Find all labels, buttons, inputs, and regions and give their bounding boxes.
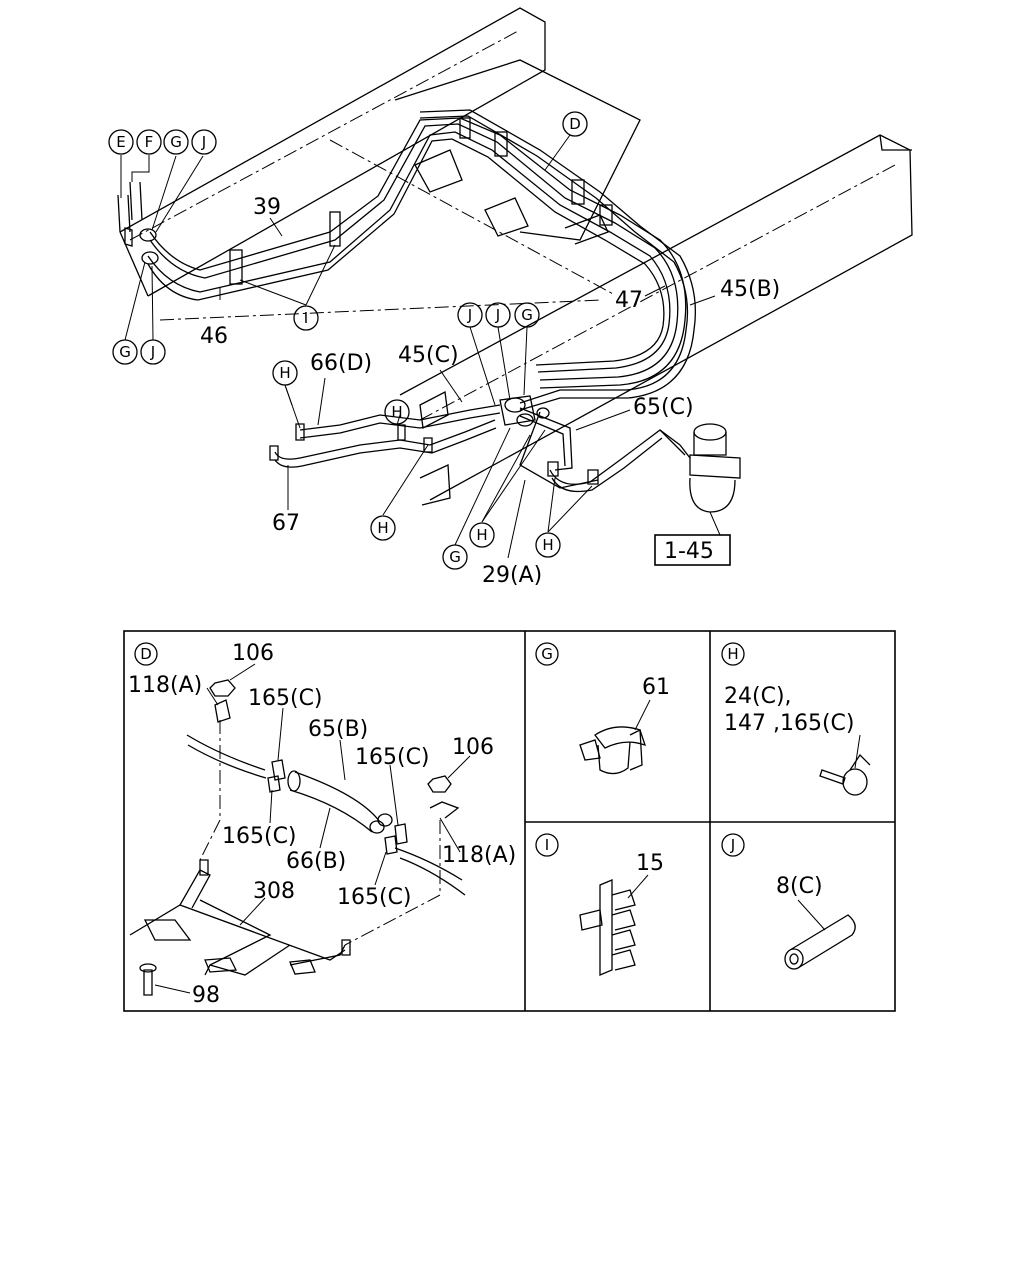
detail-D-label-165c: 165(C) [248, 686, 323, 711]
callout-letter: F [145, 133, 154, 151]
part-label-29a: 29(A) [482, 563, 542, 588]
detail-D-label-165c-4: 165(C) [337, 885, 412, 910]
part-label-67: 67 [272, 511, 300, 536]
part-label-66d: 66(D) [310, 351, 372, 376]
detail-H-label-line2: 147 ,165(C) [724, 711, 855, 736]
detail-letter: J [730, 836, 735, 854]
callout-G: G [442, 544, 468, 570]
detail-D-label-98: 98 [192, 983, 220, 1008]
callout-letter: E [116, 133, 125, 151]
detail-J: J 8(C) [721, 833, 856, 970]
callout-letter: H [476, 526, 487, 544]
detail-D-label-118a: 118(A) [128, 673, 202, 698]
main-callouts: E F G J G J I D H H J J G H G H H [108, 111, 588, 570]
detail-J-label-8c: 8(C) [776, 874, 823, 899]
part-label-65c: 65(C) [633, 395, 694, 420]
detail-G: G 61 [535, 642, 670, 775]
part-label-39: 39 [253, 195, 281, 220]
fuel-pipes [147, 109, 697, 493]
detail-letter: G [541, 645, 553, 663]
callout-G: G [163, 129, 189, 155]
detail-letter: D [140, 645, 152, 663]
callout-D: D [562, 111, 588, 137]
detail-H: H 24(C), 147 ,165(C) [721, 642, 871, 796]
detail-letter: I [545, 836, 549, 854]
detail-D: D [128, 641, 516, 1008]
callout-letter: G [170, 133, 182, 151]
callout-J: J [457, 302, 483, 328]
callout-letter: G [521, 306, 533, 324]
callout-letter: D [569, 115, 581, 133]
detail-D-label-165c-2: 165(C) [355, 745, 430, 770]
detail-D-label-66b: 66(B) [286, 849, 346, 874]
callout-J: J [485, 302, 511, 328]
callout-letter: H [377, 519, 388, 537]
detail-I: I 15 [535, 833, 664, 976]
callout-letter: J [201, 133, 206, 151]
callout-letter: G [119, 343, 131, 361]
callout-H: H [384, 399, 410, 425]
callout-letter: J [150, 343, 155, 361]
callout-letter: H [279, 364, 290, 382]
callout-G: G [112, 339, 138, 365]
detail-D-label-65b: 65(B) [308, 717, 368, 742]
detail-D-label-118a-2: 118(A) [442, 843, 516, 868]
main-part-labels: 39 46 47 45(B) 66(D) 45(C) 65(C) 67 29(A… [200, 195, 780, 588]
detail-D-label-106-2: 106 [452, 735, 494, 760]
part-label-45c: 45(C) [398, 343, 459, 368]
callout-E: E [108, 129, 134, 155]
callout-letter: H [542, 536, 553, 554]
main-leader-lines [120, 134, 716, 559]
callout-G: G [514, 302, 540, 328]
detail-H-label-line1: 24(C), [724, 684, 792, 709]
callout-letter: H [391, 403, 402, 421]
part-label-45b: 45(B) [720, 277, 780, 302]
frame-rails [119, 7, 913, 506]
callout-J: J [140, 339, 166, 365]
detail-letter: H [727, 645, 738, 663]
part-label-46: 46 [200, 324, 228, 349]
detail-D-label-165c-3: 165(C) [222, 824, 297, 849]
detail-D-label-106: 106 [232, 641, 274, 666]
callout-H: H [272, 360, 298, 386]
detail-I-label-15: 15 [636, 851, 664, 876]
callout-H: H [535, 532, 561, 558]
detail-D-label-308: 308 [253, 879, 295, 904]
callout-letter: G [449, 548, 461, 566]
callout-letter: I [304, 309, 308, 327]
part-label-47: 47 [615, 288, 643, 313]
callout-letter: J [495, 306, 500, 324]
detail-panels-frame [123, 630, 896, 1012]
callout-letter: J [467, 306, 472, 324]
callout-H: H [370, 515, 396, 541]
callout-F: F [136, 129, 162, 155]
callout-H: H [469, 522, 495, 548]
main-fittings [117, 117, 613, 485]
callout-J: J [191, 129, 217, 155]
ref-box-1-45: 1-45 [654, 534, 731, 566]
detail-G-label-61: 61 [642, 675, 670, 700]
callout-I: I [293, 305, 319, 331]
ref-box-label: 1-45 [664, 539, 714, 564]
fuel-filter-illustration [659, 423, 741, 536]
